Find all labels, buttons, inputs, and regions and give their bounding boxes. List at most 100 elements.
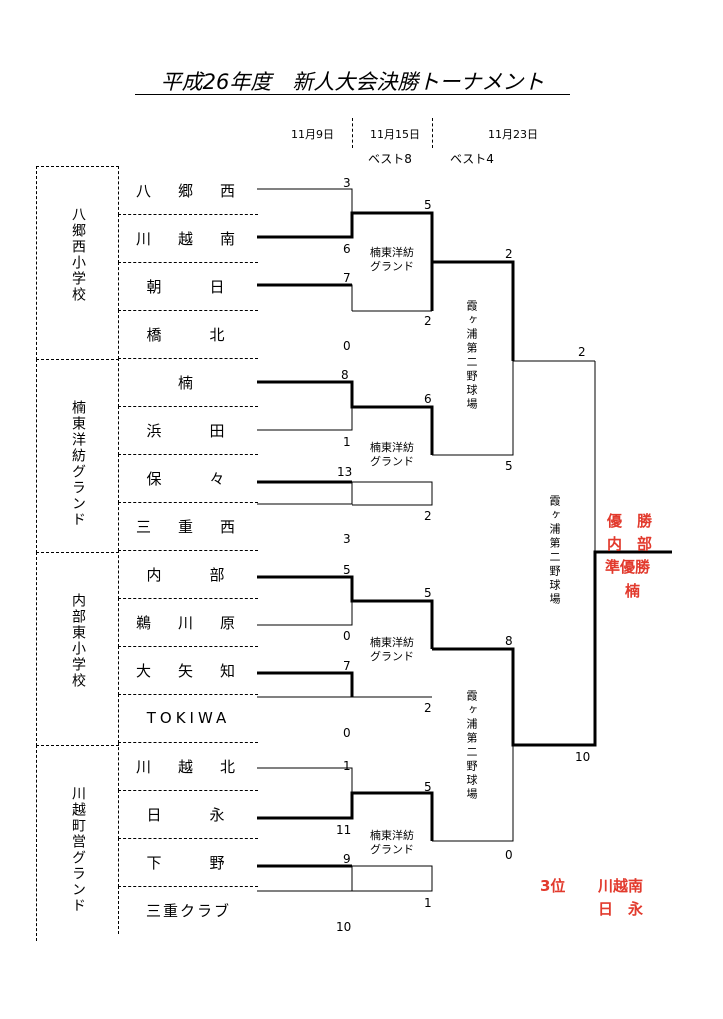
team-name: 朝 日 [118,262,258,311]
score: 0 [343,339,351,353]
venue-block: 楠東洋紡グランド [36,359,119,553]
match-venue: 楠東洋紡グランド [360,636,424,664]
winner-line [257,575,434,649]
bracket-line [257,673,353,698]
team-name: 八 郷 西 [118,166,258,215]
score: 5 [343,563,351,577]
bracket-line [257,188,353,213]
score: 10 [336,920,351,934]
date-round2: 11月15日 [370,128,420,141]
third-place-label: 3位 [540,877,566,895]
venue-line: グランド [370,843,414,856]
score: 8 [341,368,349,382]
round-label-best4: ベスト4 [450,152,494,166]
bracket-line [257,482,353,505]
match-venue-vertical: 霞ヶ浦第二野球場 [465,300,478,412]
match-venue: 楠東洋紡グランド [360,441,424,469]
score: 10 [575,750,590,764]
team-name: 楠 [118,358,258,407]
date-divider [432,118,433,148]
team-name: 川 越 北 [118,742,258,791]
team-name: 内 部 [118,550,258,599]
match-venue: 楠東洋紡グランド [360,829,424,857]
winner-line [432,260,515,361]
score: 8 [505,634,513,648]
bracket-line [432,745,514,842]
bracket-line [257,866,353,892]
team-name: 日 永 [118,790,258,839]
match-venue: 楠東洋紡グランド [360,246,424,274]
score: 5 [505,459,513,473]
bracket-line [257,381,353,407]
bracket-line [352,481,433,506]
score: 5 [424,586,432,600]
date-round3: 11月23日 [488,128,538,141]
score: 3 [343,532,351,546]
score: 2 [578,345,586,359]
score: 2 [424,701,432,715]
venue-name: 内部東小学校 [70,593,86,689]
score: 6 [343,242,351,256]
champion-label: 優 勝 [607,512,653,530]
third-place-team: 日 永 [598,900,644,918]
score: 11 [336,823,351,837]
score: 0 [505,848,513,862]
venue-block: 川越町営グランド [36,745,119,941]
bracket-line [257,576,353,601]
champion-name: 内 部 [607,535,653,553]
score: 1 [343,435,351,449]
score: 2 [424,314,432,328]
venue-name: 楠東洋紡グランド [70,400,86,528]
venue-block: 内部東小学校 [36,552,119,746]
score: 0 [343,629,351,643]
team-name: 鵜 川 原 [118,598,258,647]
runnerup-label: 準優勝 [605,558,651,576]
team-name: 橋 北 [118,310,258,359]
runnerup-name: 楠 [625,582,641,600]
winner-line [257,211,434,311]
date-round1: 11月9日 [291,128,334,141]
score: 6 [424,392,432,406]
score: 9 [343,852,351,866]
bracket-line [257,601,353,626]
team-name: 浜 田 [118,406,258,455]
team-name: 大 矢 知 [118,646,258,695]
match-venue-vertical: 霞ヶ浦第二野球場 [548,495,561,607]
bracket-line [352,865,433,892]
score: 1 [343,759,351,773]
venue-line: グランド [370,455,414,468]
team-name: 下 野 [118,838,258,887]
venue-line: 楠東洋紡 [370,441,414,454]
bracket-line [257,406,353,431]
venue-line: グランド [370,260,414,273]
score: 5 [424,198,432,212]
score: 1 [424,896,432,910]
team-name: 三重クラブ [118,886,258,934]
bracket-line [257,767,353,793]
bracket-line [432,361,514,456]
score: 3 [343,176,351,190]
team-name: 三 重 西 [118,502,258,551]
round-label-best8: ベスト8 [368,152,412,166]
score: 2 [505,247,513,261]
venue-block: 八郷西小学校 [36,166,119,360]
venue-name: 川越町営グランド [70,786,86,914]
score: 7 [343,271,351,285]
venue-line: 楠東洋紡 [370,246,414,259]
score: 0 [343,726,351,740]
team-name: 保 々 [118,454,258,503]
score: 13 [337,465,352,479]
winner-line [257,791,434,841]
venue-line: 楠東洋紡 [370,829,414,842]
page-title: 平成26年度 新人大会決勝トーナメント [135,66,570,95]
venue-name: 八郷西小学校 [70,207,86,303]
date-divider [352,118,353,148]
team-name: TOKIWA [118,694,258,743]
venue-line: 楠東洋紡 [370,636,414,649]
third-place-team: 川越南 [598,877,644,895]
score: 5 [424,780,432,794]
team-name: 川 越 南 [118,214,258,263]
score: 7 [343,659,351,673]
score: 2 [424,509,432,523]
